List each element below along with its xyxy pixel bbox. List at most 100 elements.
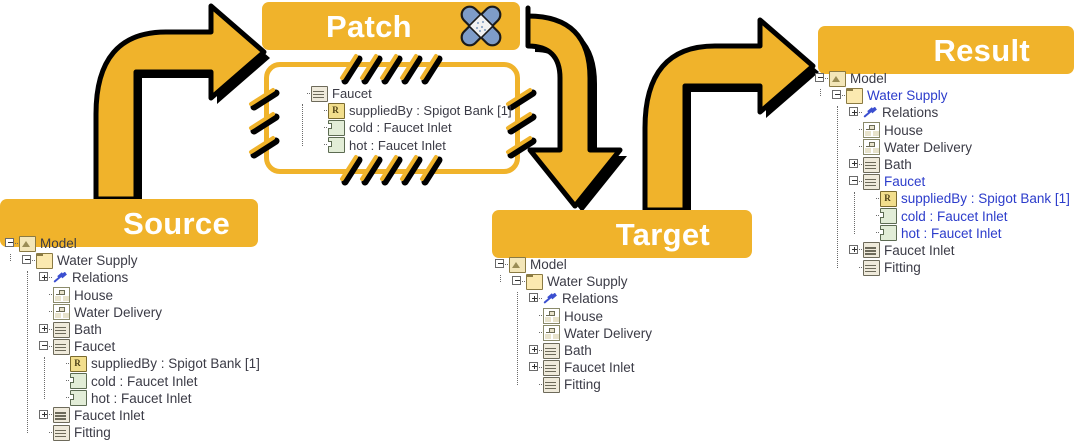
collapse-toggle-icon[interactable] bbox=[511, 275, 526, 288]
tree-row[interactable]: suppliedBy : Spigot Bank [1] bbox=[4, 355, 260, 372]
tree-leaf-connector bbox=[848, 141, 863, 154]
collapse-toggle-icon[interactable] bbox=[4, 237, 19, 250]
tree-connector-dots bbox=[859, 266, 863, 268]
tree-connector-dots bbox=[49, 414, 53, 416]
tree-leaf-connector bbox=[38, 289, 53, 302]
tree-row[interactable]: cold : Faucet Inlet bbox=[4, 373, 260, 390]
model-icon bbox=[509, 256, 526, 273]
collapse-toggle-icon[interactable] bbox=[831, 89, 846, 102]
tree-row[interactable]: House bbox=[4, 287, 260, 304]
tree-row[interactable]: cold : Faucet Inlet bbox=[814, 208, 1070, 225]
tree-row[interactable]: Water Supply bbox=[4, 252, 260, 269]
tree-connector-dots bbox=[859, 249, 863, 251]
tree-row[interactable]: hot : Faucet Inlet bbox=[4, 390, 260, 407]
tree-row[interactable]: Bath bbox=[4, 321, 260, 338]
tree-row-label: House bbox=[564, 308, 604, 324]
expand-toggle-icon[interactable] bbox=[848, 158, 863, 171]
tree-row[interactable]: Relations bbox=[4, 269, 260, 286]
tree-leaf-connector bbox=[865, 210, 880, 223]
tree-guide-line bbox=[517, 292, 518, 386]
tree-leaf-connector bbox=[528, 310, 543, 323]
tree-row[interactable]: Water Delivery bbox=[494, 325, 652, 342]
block-icon bbox=[863, 259, 880, 276]
tree-row[interactable]: Fitting bbox=[4, 424, 260, 441]
tree-row-label: hot : Faucet Inlet bbox=[901, 225, 1002, 241]
tree-row[interactable]: suppliedBy : Spigot Bank [1] bbox=[814, 190, 1070, 207]
expand-toggle-icon[interactable] bbox=[38, 323, 53, 336]
expand-toggle-icon[interactable] bbox=[528, 361, 543, 374]
port-icon bbox=[880, 225, 897, 242]
tree-row-label: Faucet Inlet bbox=[884, 242, 955, 258]
tree-connector-dots bbox=[539, 315, 543, 317]
tree-row[interactable]: Model bbox=[4, 235, 260, 252]
tree-row[interactable]: hot : Faucet Inlet bbox=[814, 225, 1070, 242]
tree-row[interactable]: House bbox=[814, 122, 1070, 139]
port-icon bbox=[70, 390, 87, 407]
tree-row[interactable]: Faucet bbox=[814, 173, 1070, 190]
tree-row[interactable]: Faucet Inlet bbox=[4, 407, 260, 424]
tree-row-label: House bbox=[884, 122, 924, 138]
expand-toggle-icon[interactable] bbox=[38, 409, 53, 422]
tree-row-label: suppliedBy : Spigot Bank [1] bbox=[349, 103, 512, 119]
tree-row[interactable]: Water Supply bbox=[494, 273, 652, 290]
tree-row[interactable]: Fitting bbox=[814, 259, 1070, 276]
tree-row[interactable]: House bbox=[494, 308, 652, 325]
tree-row[interactable]: Model bbox=[814, 70, 1070, 87]
expand-toggle-icon[interactable] bbox=[848, 244, 863, 257]
tree-row[interactable]: Faucet bbox=[296, 85, 512, 102]
collapse-toggle-icon[interactable] bbox=[38, 340, 53, 353]
collapse-toggle-icon[interactable] bbox=[814, 72, 829, 85]
folder-icon bbox=[846, 87, 863, 104]
diagram-icon bbox=[53, 287, 70, 304]
tree-leaf-connector bbox=[848, 124, 863, 137]
tree-guide-line bbox=[27, 271, 28, 434]
collapse-toggle-icon[interactable] bbox=[21, 254, 36, 267]
tree-row-label: Model bbox=[40, 236, 77, 252]
tree-row[interactable]: cold : Faucet Inlet bbox=[296, 119, 512, 136]
expand-toggle-icon[interactable] bbox=[528, 344, 543, 357]
source-title-bar: Source bbox=[0, 199, 258, 247]
result-title-bar: Result bbox=[818, 26, 1074, 74]
tree-row[interactable]: Water Delivery bbox=[814, 139, 1070, 156]
tree-row[interactable]: Faucet Inlet bbox=[814, 242, 1070, 259]
tree-row[interactable]: Water Delivery bbox=[4, 304, 260, 321]
tree-row[interactable]: Relations bbox=[814, 104, 1070, 121]
tree-row-label: hot : Faucet Inlet bbox=[91, 390, 192, 406]
relations-icon bbox=[863, 106, 878, 120]
tree-row[interactable]: Model bbox=[494, 256, 652, 273]
patch-tree[interactable]: FaucetsuppliedBy : Spigot Bank [1]cold :… bbox=[296, 85, 512, 154]
ref-prop-icon bbox=[70, 355, 87, 372]
block-icon bbox=[543, 376, 560, 393]
tree-row[interactable]: Faucet bbox=[4, 338, 260, 355]
tree-row[interactable]: suppliedBy : Spigot Bank [1] bbox=[296, 102, 512, 119]
tree-row[interactable]: Bath bbox=[494, 342, 652, 359]
collapse-toggle-icon[interactable] bbox=[494, 258, 509, 271]
tree-row[interactable]: Relations bbox=[494, 290, 652, 307]
tree-connector-dots bbox=[876, 215, 880, 217]
tree-row-label: Faucet Inlet bbox=[564, 360, 635, 376]
tree-connector-dots bbox=[539, 383, 543, 385]
tree-row-label: cold : Faucet Inlet bbox=[91, 373, 198, 389]
tree-connector-dots bbox=[539, 349, 543, 351]
tree-row[interactable]: Water Supply bbox=[814, 87, 1070, 104]
tree-connector-dots bbox=[307, 92, 311, 94]
tree-connector-dots bbox=[66, 380, 70, 382]
tree-row[interactable]: Fitting bbox=[494, 376, 652, 393]
tree-connector-dots bbox=[324, 126, 328, 128]
expand-toggle-icon[interactable] bbox=[528, 292, 543, 305]
tree-row[interactable]: Faucet Inlet bbox=[494, 359, 652, 376]
relations-icon bbox=[53, 271, 68, 285]
expand-toggle-icon[interactable] bbox=[38, 271, 53, 284]
tree-row-label: Bath bbox=[564, 343, 592, 359]
collapse-toggle-icon[interactable] bbox=[848, 175, 863, 188]
expand-toggle-icon[interactable] bbox=[848, 106, 863, 119]
block-icon bbox=[53, 338, 70, 355]
ref-prop-icon bbox=[328, 102, 345, 119]
tree-row[interactable]: Bath bbox=[814, 156, 1070, 173]
tree-connector-dots bbox=[505, 263, 509, 265]
tree-row[interactable]: hot : Faucet Inlet bbox=[296, 137, 512, 154]
tree-row-label: Water Delivery bbox=[564, 325, 653, 341]
